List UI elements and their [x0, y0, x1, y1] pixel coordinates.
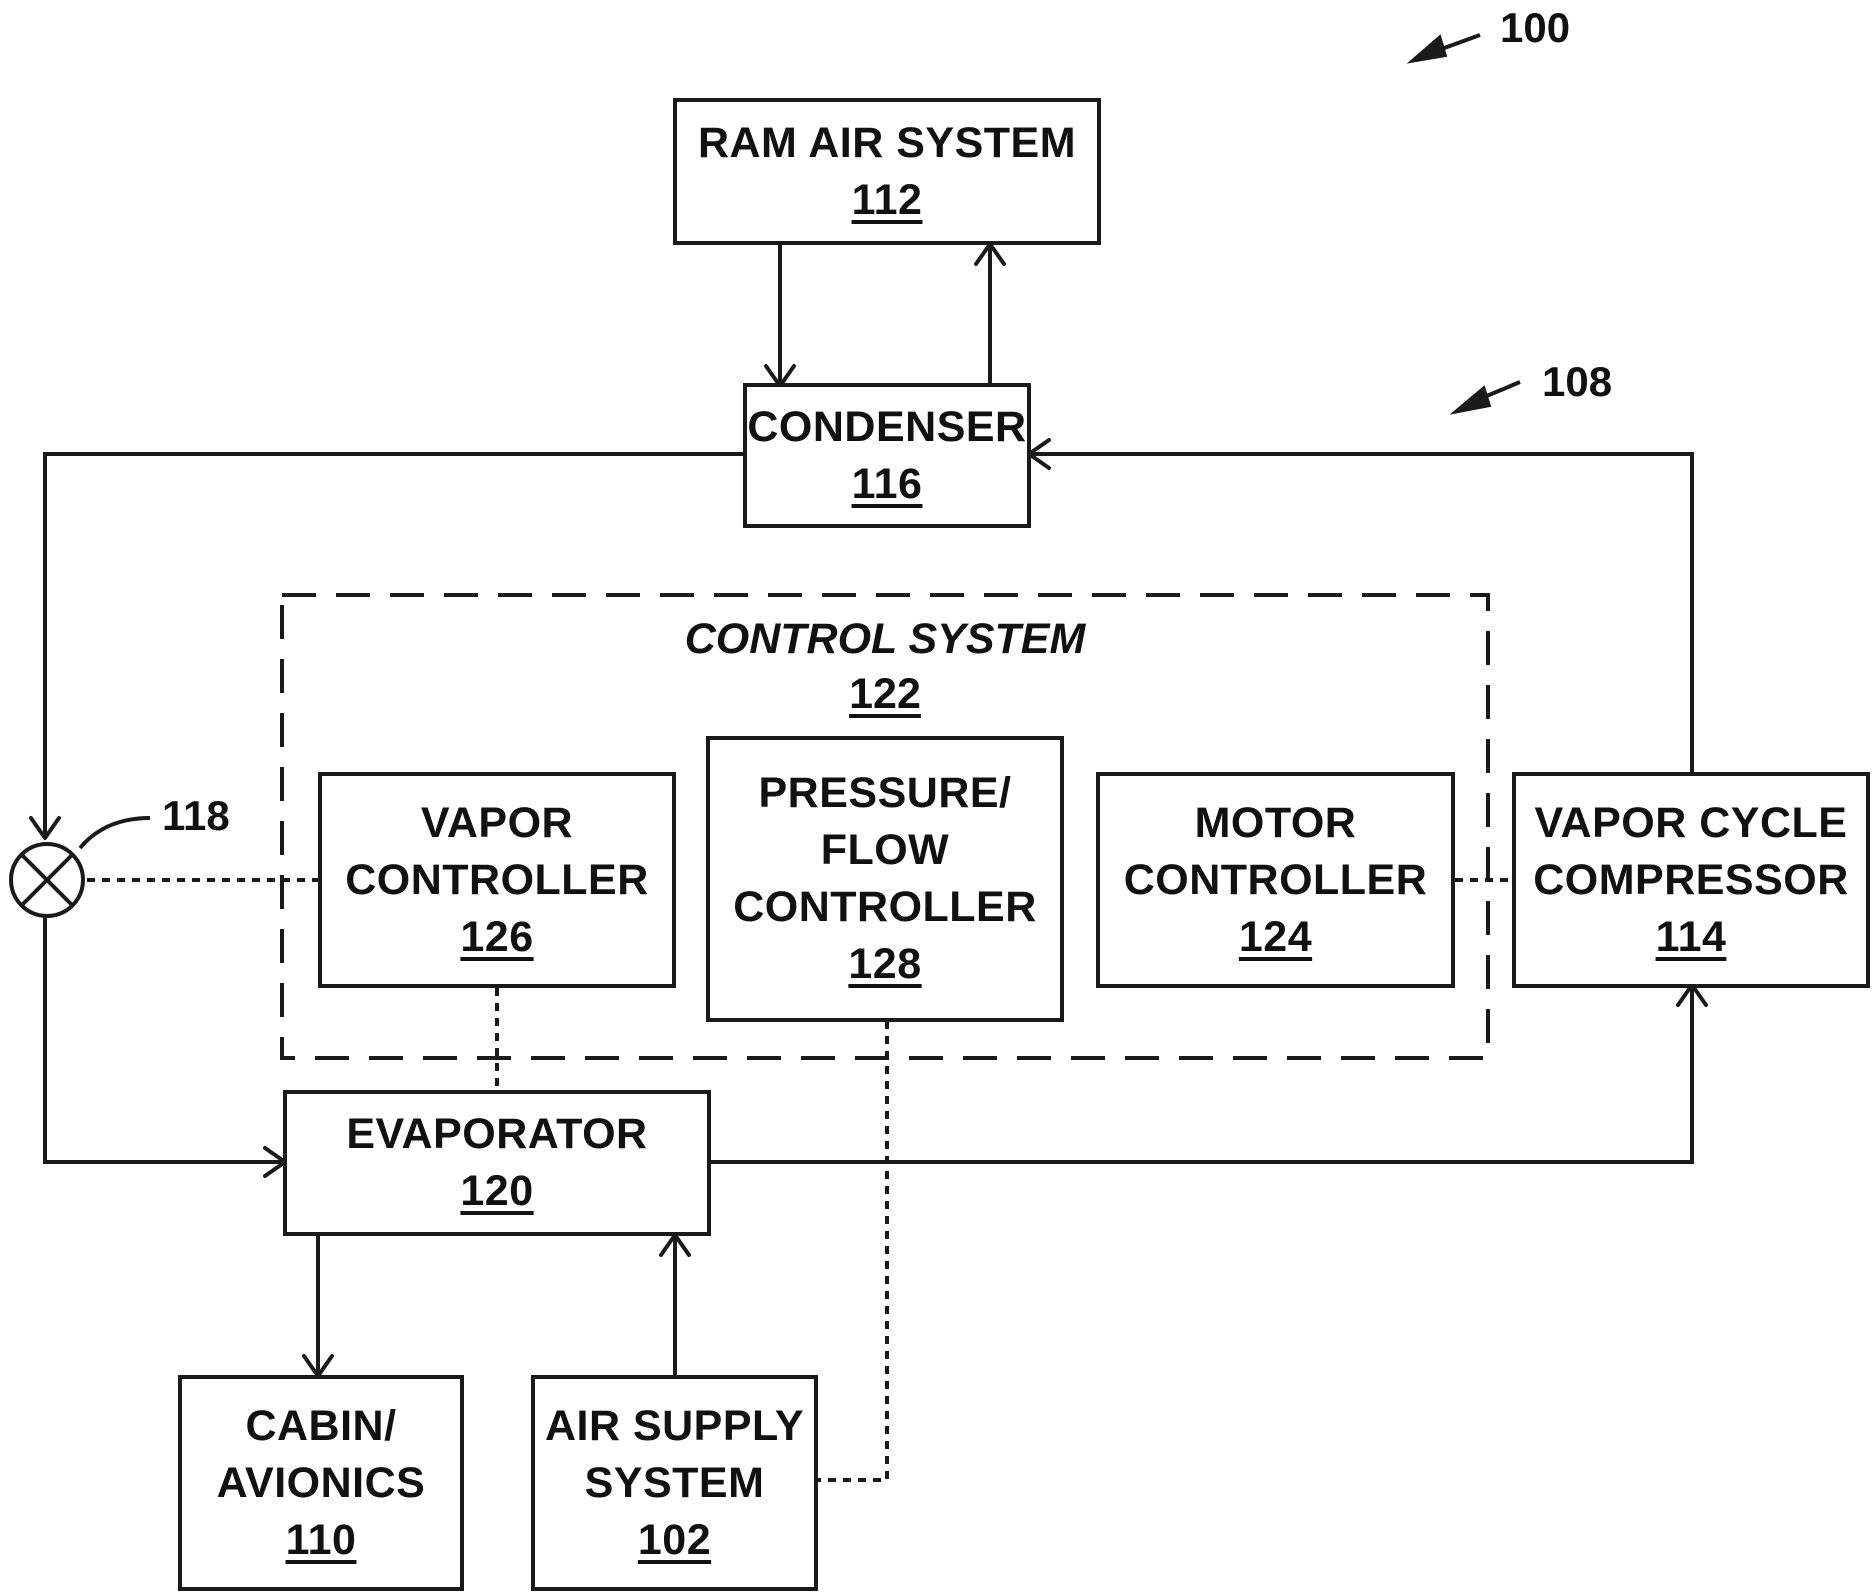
- block-number: 102: [638, 1512, 711, 1569]
- valve-to-evaporator-line: [45, 918, 283, 1162]
- vapor-cycle-compressor-block: VAPOR CYCLE COMPRESSOR 114: [1512, 772, 1870, 988]
- block-number: 114: [1656, 909, 1727, 966]
- block-label: COMPRESSOR: [1533, 852, 1849, 909]
- block-label: FLOW: [821, 822, 950, 879]
- vapor-controller-block: VAPOR CONTROLLER 126: [318, 772, 676, 988]
- block-number: 128: [848, 936, 921, 993]
- figure-ref-arrow-icon: [1410, 35, 1480, 62]
- block-number: 116: [852, 456, 923, 513]
- loop-ref-label: 108: [1542, 358, 1612, 406]
- block-label: CONTROLLER: [733, 879, 1037, 936]
- block-label: SYSTEM: [585, 1455, 765, 1512]
- block-label: VAPOR: [421, 795, 573, 852]
- ram-air-system-block: RAM AIR SYSTEM 112: [673, 98, 1101, 245]
- condenser-block: CONDENSER 116: [743, 383, 1031, 528]
- block-number: 112: [852, 172, 923, 229]
- block-label: CONTROLLER: [345, 852, 649, 909]
- block-label: EVAPORATOR: [346, 1106, 647, 1163]
- block-number: 120: [460, 1163, 533, 1220]
- block-label: AIR SUPPLY: [545, 1398, 804, 1455]
- control-system-title: CONTROL SYSTEM: [640, 611, 1130, 668]
- valve-leader-line: [80, 818, 150, 848]
- block-number: 126: [460, 909, 533, 966]
- cabin-avionics-block: CABIN/ AVIONICS 110: [178, 1375, 464, 1591]
- block-number: 110: [286, 1512, 357, 1569]
- block-label: AVIONICS: [217, 1455, 426, 1512]
- block-label: RAM AIR SYSTEM: [698, 115, 1076, 172]
- figure-ref-label: 100: [1500, 4, 1570, 52]
- block-label: PRESSURE/: [758, 765, 1011, 822]
- block-label: CONTROLLER: [1124, 852, 1428, 909]
- block-label: CABIN/: [245, 1398, 396, 1455]
- control-system-number: 122: [835, 666, 935, 723]
- pressure-flow-controller-block: PRESSURE/ FLOW CONTROLLER 128: [706, 736, 1064, 1022]
- loop-ref-arrow-icon: [1453, 382, 1520, 413]
- block-number: 124: [1239, 909, 1312, 966]
- air-supply-signal-line: [818, 1021, 887, 1480]
- air-supply-system-block: AIR SUPPLY SYSTEM 102: [531, 1375, 818, 1591]
- motor-controller-block: MOTOR CONTROLLER 124: [1096, 772, 1455, 988]
- valve-ref-label: 118: [162, 792, 230, 840]
- block-label: VAPOR CYCLE: [1535, 795, 1848, 852]
- block-label: CONDENSER: [747, 399, 1026, 456]
- evaporator-block: EVAPORATOR 120: [283, 1090, 711, 1236]
- expansion-valve-icon: [11, 844, 83, 916]
- block-label: MOTOR: [1195, 795, 1357, 852]
